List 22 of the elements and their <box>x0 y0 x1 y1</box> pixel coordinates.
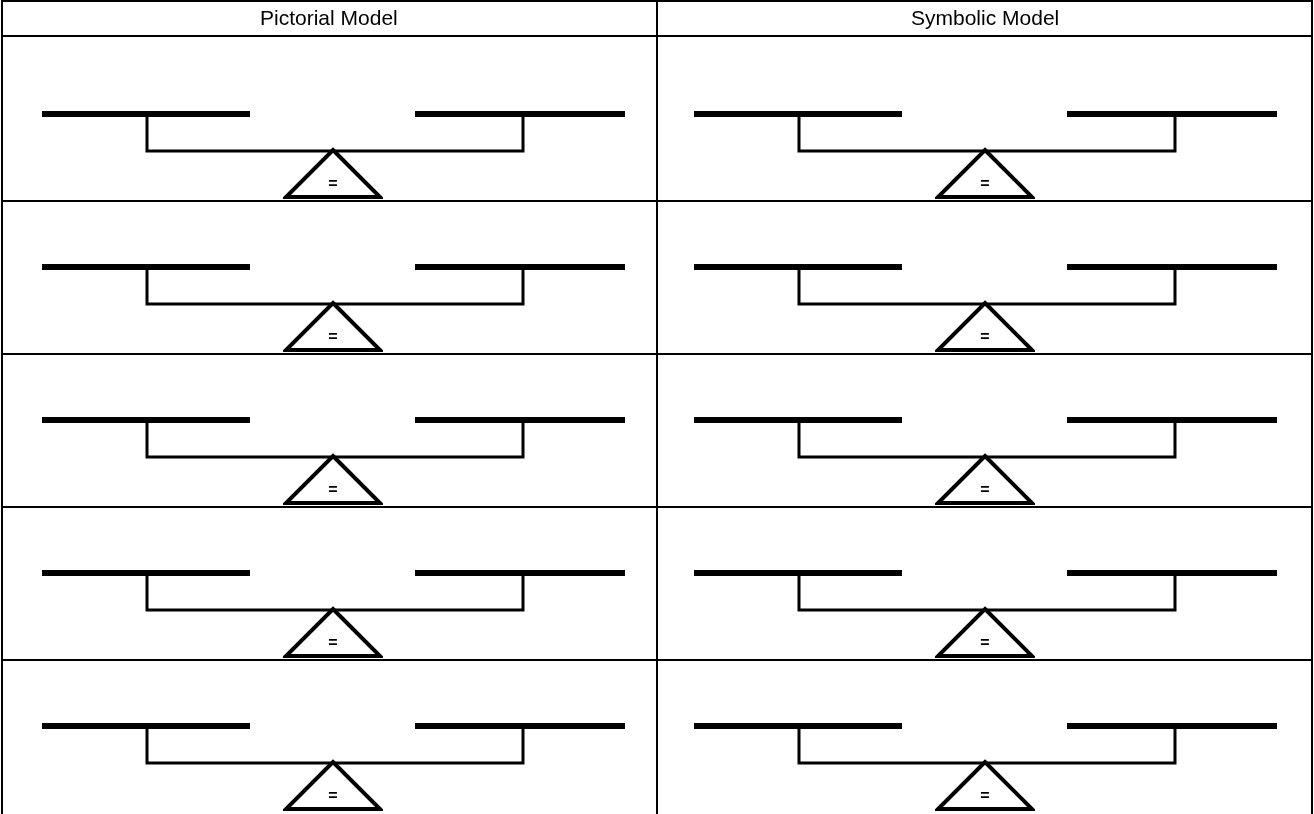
equals-sign: = <box>327 787 339 805</box>
fulcrum-triangle <box>283 300 383 352</box>
equals-sign: = <box>327 634 339 652</box>
equals-sign: = <box>979 634 991 652</box>
fulcrum-triangle <box>283 759 383 811</box>
equals-sign: = <box>327 175 339 193</box>
fulcrum-triangle <box>935 759 1035 811</box>
fulcrum-triangle <box>935 300 1035 352</box>
fulcrum-triangle <box>935 606 1035 658</box>
equals-sign: = <box>979 175 991 193</box>
column-header: Symbolic Model <box>911 6 1060 30</box>
fulcrum-triangle <box>935 147 1035 199</box>
fulcrum-triangle <box>935 453 1035 505</box>
fulcrum-triangle <box>283 453 383 505</box>
equals-sign: = <box>327 481 339 499</box>
equals-sign: = <box>979 787 991 805</box>
equals-sign: = <box>979 328 991 346</box>
fulcrum-triangle <box>283 606 383 658</box>
equals-sign: = <box>327 328 339 346</box>
equals-sign: = <box>979 481 991 499</box>
fulcrum-triangle <box>283 147 383 199</box>
column-header: Pictorial Model <box>260 6 398 30</box>
